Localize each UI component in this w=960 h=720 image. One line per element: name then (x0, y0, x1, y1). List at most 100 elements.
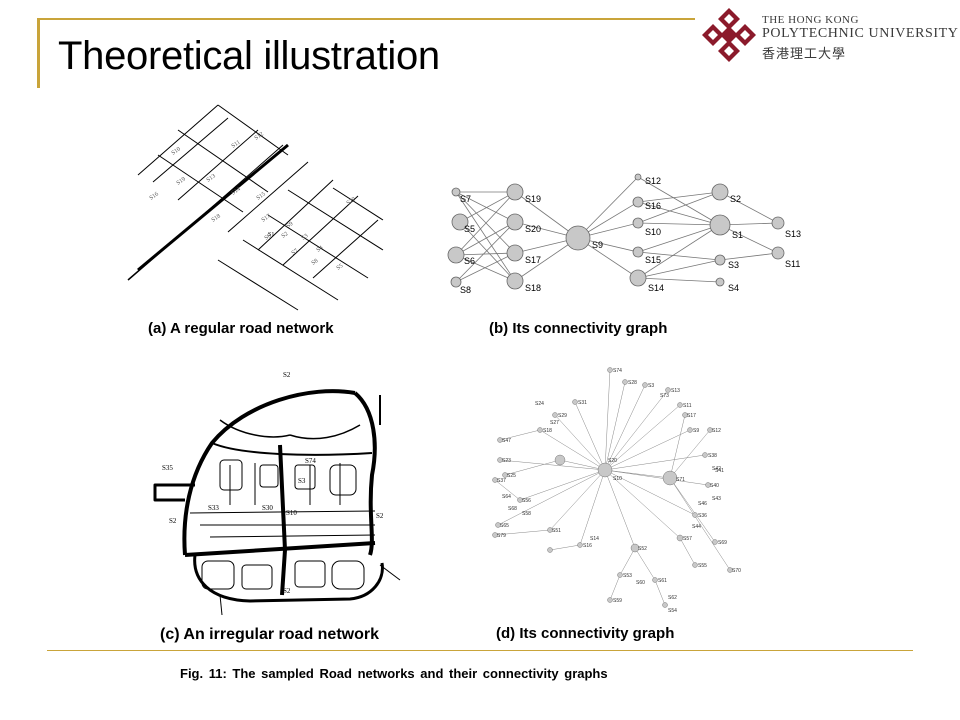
node-d-s51: S51 (552, 528, 561, 534)
node-label-s8: S8 (460, 285, 471, 295)
node-d-s41: S41 (715, 468, 724, 474)
label-s1: S1 (268, 232, 274, 238)
label-c-s2-right: S2 (376, 512, 384, 520)
label-s10: S10 (171, 146, 182, 156)
node-d-s60: S60 (636, 580, 645, 586)
node-d-s25: S25 (507, 473, 516, 479)
node-label-s18: S18 (525, 283, 541, 293)
node-d-s23: S23 (502, 458, 511, 464)
label-c-s10: S10 (286, 509, 297, 517)
node-d-s17: S17 (687, 413, 696, 419)
label-c-s3: S3 (298, 477, 306, 485)
node-d-s3: S3 (648, 383, 654, 389)
label-s19: S19 (176, 176, 187, 186)
node-d-s44: S44 (692, 524, 701, 530)
node-d-s54: S54 (668, 608, 677, 614)
node-d-s42: S42 (712, 466, 721, 472)
node-label-s9: S9 (592, 240, 603, 250)
node-d-s61: S61 (658, 578, 667, 584)
node-label-s10: S10 (645, 227, 661, 237)
caption-irregular-network: (c) An irregular road network (160, 626, 379, 643)
node-d-s59: S59 (613, 598, 622, 604)
node-d-s46: S46 (698, 501, 707, 507)
node-d-s13: S13 (671, 388, 680, 394)
node-d-s40: S40 (710, 483, 719, 489)
node-label-s17: S17 (525, 255, 541, 265)
node-d-s37: S37 (497, 478, 506, 484)
logo-text-line2: POLYTECHNIC UNIVERSITY (762, 26, 959, 41)
node-label-s19: S19 (525, 194, 541, 204)
node-d-s58: S58 (522, 511, 531, 517)
node-label-s7: S7 (460, 194, 471, 204)
node-d-s65: S65 (500, 523, 509, 529)
node-d-s38: S38 (708, 453, 717, 459)
node-label-s1: S1 (732, 230, 743, 240)
node-d-s31: S31 (578, 400, 587, 406)
caption-regular-network: (a) A regular road network (148, 320, 334, 337)
label-c-s2-bottom: S2 (283, 587, 291, 595)
label-s20: S20 (346, 196, 357, 206)
label-c-s33: S33 (208, 504, 219, 512)
label-s4: S4 (316, 245, 325, 254)
label-c-s74: S74 (305, 457, 316, 465)
node-label-s3: S3 (728, 260, 739, 270)
node-d-s27: S27 (550, 420, 559, 426)
node-label-s12: S12 (645, 176, 661, 186)
connectivity-graph-b: S7 S19 S5 S20 S9 S6 S17 S8 S18 S12 S16 S… (447, 173, 801, 295)
node-d-s24: S24 (535, 401, 544, 407)
figure-caption: Fig. 11: The sampled Road networks and t… (180, 666, 608, 681)
node-d-s71: S71 (676, 477, 685, 483)
node-label-s5: S5 (464, 224, 475, 234)
logo-text-line1: THE HONG KONG (762, 14, 859, 26)
node-d-s18: S18 (543, 428, 552, 434)
node-d-s56: S56 (522, 498, 531, 504)
university-logo-icon (702, 8, 756, 62)
label-s17: S17 (261, 213, 272, 223)
node-d-s70: S70 (732, 568, 741, 574)
caption-connectivity-graph-d: (d) Its connectivity graph (496, 625, 675, 642)
label-c-s2-left: S2 (169, 517, 177, 525)
node-d-s73: S73 (660, 393, 669, 399)
node-label-s2: S2 (730, 194, 741, 204)
label-s3: S3 (301, 233, 310, 242)
irregular-road-network-diagram: S2 S35 S2 S2 S10 S33 S30 S3 S2 S74 (153, 371, 401, 616)
title-accent-line (37, 18, 695, 20)
label-c-s30: S30 (262, 504, 273, 512)
node-d-s57: S57 (683, 536, 692, 542)
node-d-s69: S69 (718, 540, 727, 546)
label-s11: S11 (231, 139, 242, 149)
node-d-s74: S74 (613, 368, 622, 374)
label-c-s2-top: S2 (283, 371, 291, 379)
node-d-s28: S28 (628, 380, 637, 386)
label-s18: S18 (211, 213, 222, 223)
node-label-s4: S4 (728, 283, 739, 293)
node-label-s14: S14 (648, 283, 664, 293)
label-s14: S14 (231, 186, 242, 196)
node-d-s20: S20 (608, 458, 617, 464)
node-d-s10: S10 (613, 476, 622, 482)
node-d-s16: S16 (583, 543, 592, 549)
node-label-s6: S6 (464, 256, 475, 266)
node-label-s20: S20 (525, 224, 541, 234)
node-d-s11: S11 (683, 403, 692, 409)
label-s8: S8 (311, 258, 320, 267)
node-d-s29: S29 (558, 413, 567, 419)
label-s15: S15 (256, 191, 267, 201)
node-d-s9: S9 (693, 428, 699, 434)
label-s7: S7 (291, 248, 300, 257)
node-d-s43: S43 (712, 496, 721, 502)
label-s12: S12 (254, 131, 265, 141)
caption-connectivity-graph-b: (b) Its connectivity graph (489, 320, 668, 337)
node-d-s68: S68 (508, 506, 517, 512)
node-label-s11: S11 (785, 259, 800, 269)
node-label-s15: S15 (645, 255, 661, 265)
node-d-s64: S64 (502, 494, 511, 500)
connectivity-graph-d: S74 S28 S3 S73 S13 S11 S17 S24 S31 S29 S… (492, 367, 741, 614)
node-d-s36: S36 (698, 513, 707, 519)
label-c-s35: S35 (162, 464, 173, 472)
title-accent-bar (37, 18, 40, 88)
label-s9: S9 (286, 221, 295, 230)
node-d-s55: S55 (698, 563, 707, 569)
node-d-s14: S14 (590, 536, 599, 542)
regular-road-network-diagram: S10 S11 S12 S13 S14 S15 S16 S17 S18 S19 … (127, 104, 384, 311)
